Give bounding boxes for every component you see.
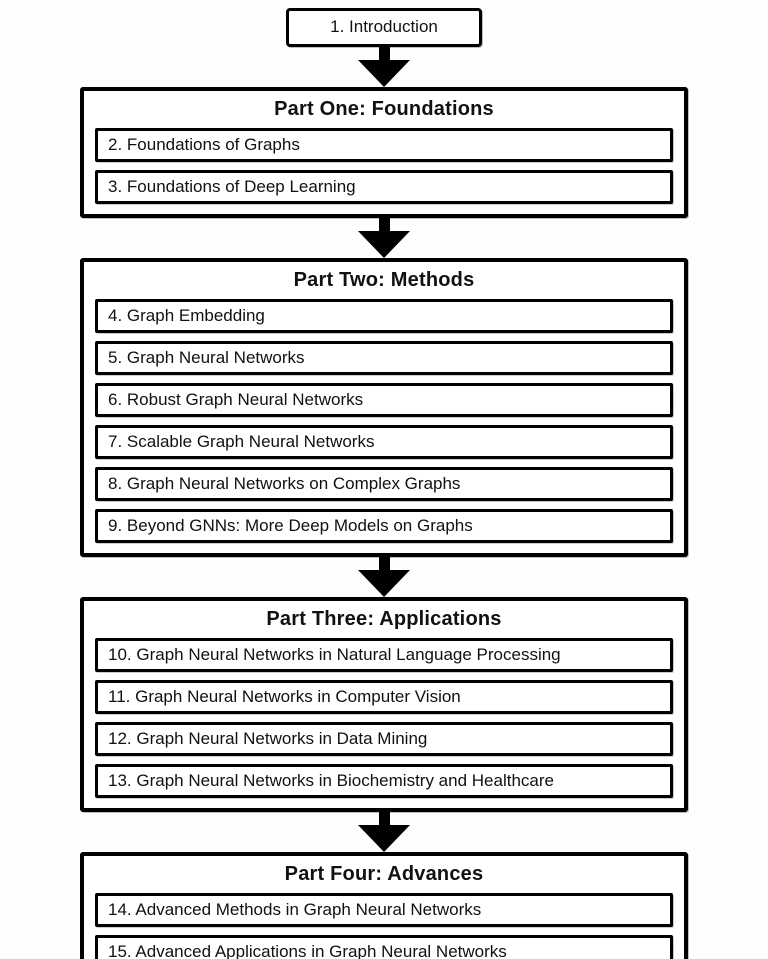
- arrow-head-icon: [358, 825, 410, 852]
- flow-arrow-down: [354, 47, 414, 87]
- chapter-box: 12. Graph Neural Networks in Data Mining: [95, 722, 673, 756]
- chapter-box: 3. Foundations of Deep Learning: [95, 170, 673, 204]
- chapter-list: 14. Advanced Methods in Graph Neural Net…: [95, 893, 673, 959]
- part-box: Part Two: Methods 4. Graph Embedding 5. …: [80, 258, 688, 557]
- part-box: Part One: Foundations 2. Foundations of …: [80, 87, 688, 218]
- arrow-stem: [378, 47, 390, 60]
- chapter-box: 8. Graph Neural Networks on Complex Grap…: [95, 467, 673, 501]
- chapter-box: 5. Graph Neural Networks: [95, 341, 673, 375]
- chapter-box: 4. Graph Embedding: [95, 299, 673, 333]
- part-title: Part Three: Applications: [266, 608, 502, 630]
- chapter-box: 13. Graph Neural Networks in Biochemistr…: [95, 764, 673, 798]
- part-box: Part Four: Advances 14. Advanced Methods…: [80, 852, 688, 959]
- flow-arrow-down: [354, 557, 414, 597]
- arrow-head-icon: [358, 60, 410, 87]
- chapter-box: 14. Advanced Methods in Graph Neural Net…: [95, 893, 673, 927]
- chapter-box: 11. Graph Neural Networks in Computer Vi…: [95, 680, 673, 714]
- chapter-box: 10. Graph Neural Networks in Natural Lan…: [95, 638, 673, 672]
- flow-arrow-down: [354, 218, 414, 258]
- chapter-box: 6. Robust Graph Neural Networks: [95, 383, 673, 417]
- flow-column: 1. Introduction Part One: Foundations 2.…: [80, 0, 688, 959]
- part-title: Part Four: Advances: [284, 863, 484, 885]
- arrow-stem: [378, 812, 390, 825]
- chapter-list: 4. Graph Embedding 5. Graph Neural Netwo…: [95, 299, 673, 543]
- arrow-head-icon: [358, 231, 410, 258]
- chapter-box: 7. Scalable Graph Neural Networks: [95, 425, 673, 459]
- chapter-box: 2. Foundations of Graphs: [95, 128, 673, 162]
- part-title: Part Two: Methods: [293, 269, 475, 291]
- part-title: Part One: Foundations: [274, 98, 494, 120]
- part-box: Part Three: Applications 10. Graph Neura…: [80, 597, 688, 812]
- chapter-list: 2. Foundations of Graphs 3. Foundations …: [95, 128, 673, 204]
- arrow-head-icon: [358, 570, 410, 597]
- parts-container: Part One: Foundations 2. Foundations of …: [80, 87, 688, 959]
- chapter-box: 15. Advanced Applications in Graph Neura…: [95, 935, 673, 959]
- arrow-stem: [378, 218, 390, 231]
- chapter-box: 9. Beyond GNNs: More Deep Models on Grap…: [95, 509, 673, 543]
- flow-arrow-down: [354, 812, 414, 852]
- intro-chapter-box: 1. Introduction: [286, 8, 482, 47]
- chapter-list: 10. Graph Neural Networks in Natural Lan…: [95, 638, 673, 798]
- arrow-stem: [378, 557, 390, 570]
